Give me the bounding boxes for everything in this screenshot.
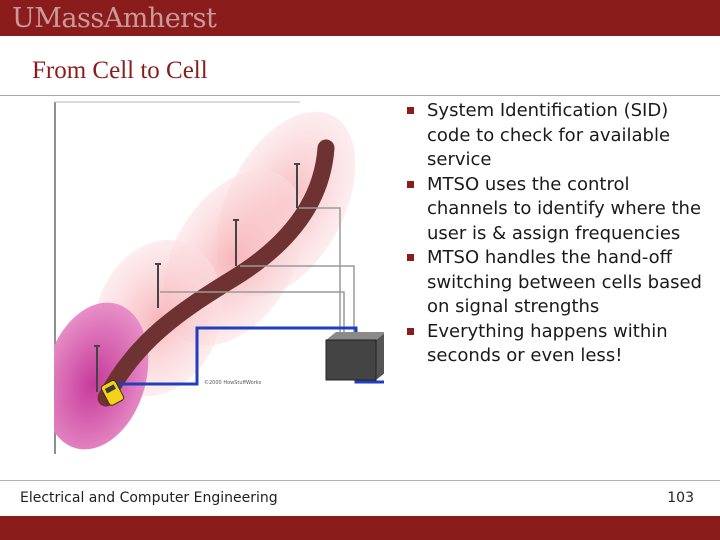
footer-department: Electrical and Computer Engineering — [20, 490, 278, 506]
car — [100, 379, 125, 406]
header-bar: UMassAmherst — [0, 0, 720, 36]
bottom-bar — [0, 516, 720, 540]
footer-divider — [0, 480, 720, 481]
cell-tower-4 — [294, 163, 300, 208]
cell-handoff-illustration: ©2000 HowStuffWorks — [43, 96, 386, 454]
slide-title: From Cell to Cell — [32, 57, 208, 84]
page-number: 103 — [667, 490, 694, 506]
bullet-item: MTSO handles the hand-off switching betw… — [405, 246, 710, 320]
university-logo: UMassAmherst — [12, 3, 217, 34]
road — [97, 139, 335, 407]
mtso-switch-box — [325, 332, 386, 381]
bullet-item: System Identification (SID) code to chec… — [405, 99, 710, 173]
bullet-square-icon — [407, 327, 414, 335]
cell-tower-1 — [94, 345, 100, 392]
bullet-list: System Identification (SID) code to chec… — [405, 99, 710, 369]
title-divider — [0, 95, 720, 96]
bullet-item: MTSO uses the control channels to identi… — [405, 173, 710, 247]
cell-tower-3 — [233, 219, 239, 266]
bullet-square-icon — [407, 107, 414, 114]
bullet-item: Everything happens within seconds or eve… — [405, 320, 710, 369]
cell-tower-2 — [155, 263, 161, 308]
bullet-square-icon — [407, 254, 414, 261]
bullet-square-icon — [407, 180, 414, 188]
figure-credit: ©2000 HowStuffWorks — [204, 379, 262, 386]
